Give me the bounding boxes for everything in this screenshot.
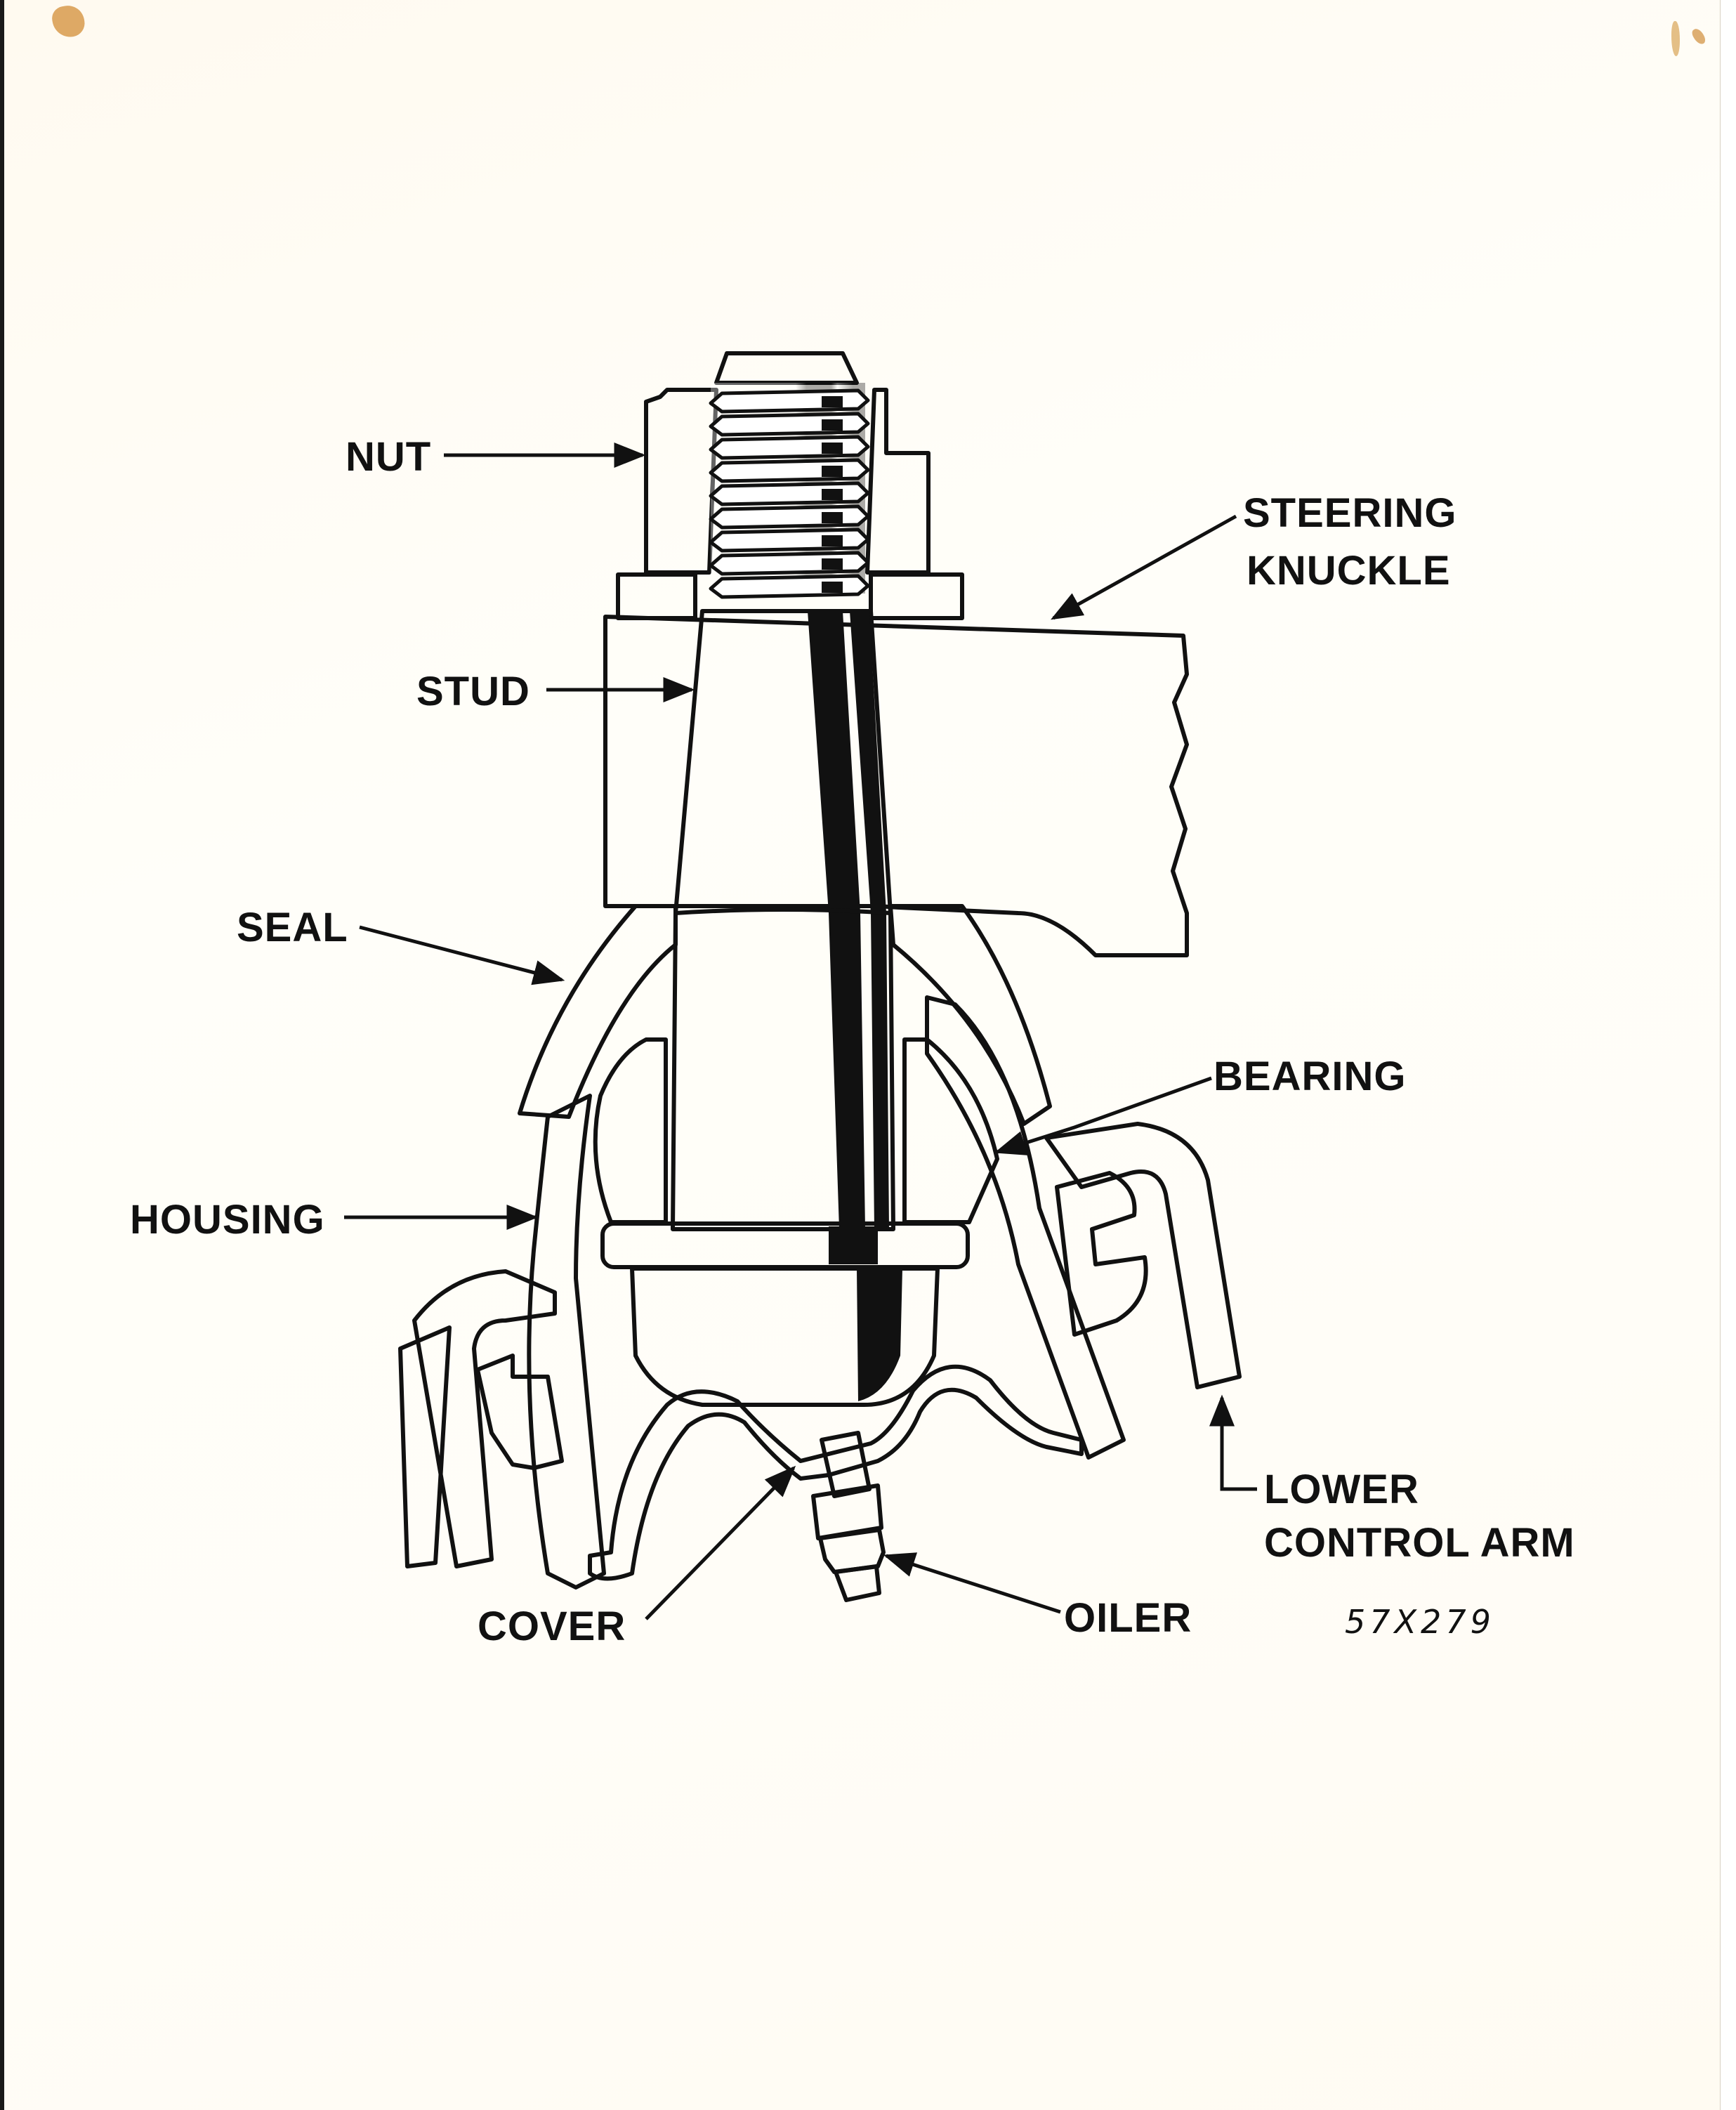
- labels: NUT STEERING KNUCKLE STUD SEAL BEARING H…: [130, 434, 1575, 1649]
- thread-shadow: [822, 489, 843, 500]
- control-arm-right: [1044, 1122, 1242, 1389]
- housing-right: [925, 995, 1126, 1460]
- label-oiler: OILER: [1064, 1595, 1192, 1641]
- thread-shadow: [822, 466, 843, 477]
- label-stud: STUD: [416, 669, 530, 714]
- bearing-right: [902, 1037, 999, 1224]
- thread-crest: [709, 551, 870, 576]
- thread-shadow: [822, 512, 843, 523]
- seal-right: [888, 904, 1052, 1126]
- oiler-tip: [834, 1564, 881, 1602]
- thread-crest: [709, 388, 870, 414]
- stud-tip: [714, 351, 859, 385]
- nut-part: [616, 388, 964, 620]
- figure-number: 57X279: [1345, 1603, 1495, 1641]
- cover-plate: [588, 1364, 1084, 1581]
- control-arm-left-clip: [475, 1354, 564, 1470]
- label-steering-knuckle-line1: STEERING: [1243, 490, 1457, 536]
- stud-shadow: [808, 611, 865, 1229]
- stud-shoulder: [675, 907, 891, 915]
- scan-edge-right: [1720, 0, 1736, 2110]
- control-arm-right-clip: [1055, 1171, 1148, 1337]
- knuckle-section: [603, 615, 1189, 957]
- thread-shadow: [822, 535, 843, 546]
- thread-shadow: [822, 396, 843, 407]
- seal-left: [518, 904, 678, 1119]
- label-cover: COVER: [478, 1604, 626, 1649]
- stain-top-right: [1671, 21, 1680, 56]
- leader-seal: [359, 925, 565, 985]
- thread-shadow: [822, 558, 843, 570]
- label-seal: SEAL: [237, 905, 348, 950]
- label-nut: NUT: [346, 434, 431, 480]
- label-steering-knuckle-line2: KNUCKLE: [1247, 548, 1451, 594]
- nut-section-right: [865, 388, 931, 575]
- leader-oiler: [883, 1552, 1061, 1614]
- oiler-thread: [820, 1431, 872, 1498]
- leader-cover: [645, 1465, 796, 1620]
- housing-left: [527, 1094, 606, 1590]
- washer-left: [616, 572, 697, 620]
- thread-shadow: [822, 443, 843, 454]
- label-lower-control-arm-line2: CONTROL ARM: [1264, 1520, 1575, 1566]
- thread-crest: [709, 412, 870, 437]
- nut-section-left: [644, 388, 718, 575]
- label-bearing: BEARING: [1214, 1054, 1406, 1099]
- scan-edge-left: [0, 0, 4, 2110]
- label-housing: HOUSING: [130, 1197, 325, 1243]
- oiler-hex: [811, 1483, 883, 1540]
- bearing-left: [593, 1037, 668, 1224]
- thread-crest: [709, 528, 870, 553]
- thread-shadow: [822, 419, 843, 431]
- thread-crest: [709, 481, 870, 506]
- oiler-part: [811, 1431, 886, 1602]
- thread-crest: [709, 504, 870, 530]
- seal-part: [518, 904, 1052, 1126]
- cover-part: [588, 1364, 1084, 1581]
- thread-crest: [709, 574, 870, 599]
- thread-crest: [709, 458, 870, 483]
- steering-knuckle-part: [603, 615, 1189, 957]
- leader-lower-control-arm: [1209, 1394, 1257, 1491]
- stud-ball: [630, 1266, 940, 1407]
- thread-shadow: [822, 582, 843, 593]
- bearing-part: [593, 1037, 999, 1224]
- leader-bearing: [994, 1076, 1212, 1155]
- washer-right: [869, 572, 964, 620]
- lower-control-arm-part: [398, 1122, 1242, 1568]
- stud-part: [600, 351, 970, 1407]
- leader-steering-knuckle: [1051, 514, 1237, 620]
- control-arm-left: [398, 1269, 557, 1568]
- thread-crests: [709, 388, 870, 599]
- thread-crest: [709, 435, 870, 460]
- label-lower-control-arm-line1: LOWER: [1264, 1467, 1419, 1512]
- leader-lines: [344, 443, 1257, 1620]
